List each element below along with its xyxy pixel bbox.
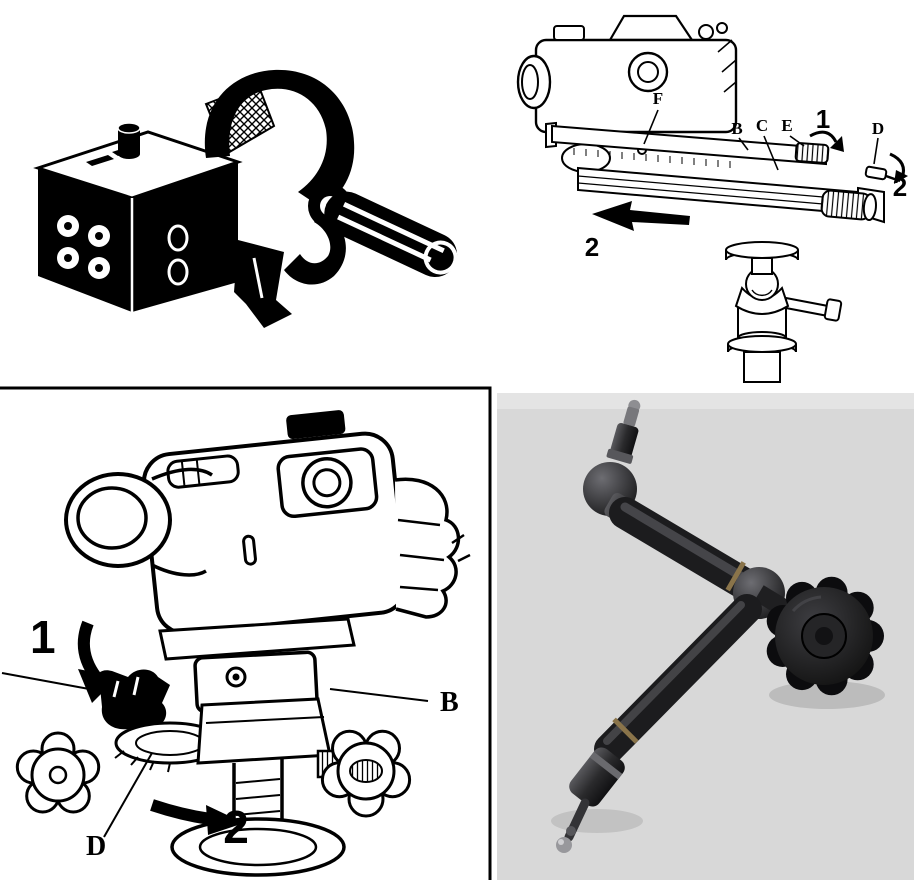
label-b: B bbox=[440, 687, 459, 718]
brass-ring-upper bbox=[725, 561, 746, 592]
label-c: C bbox=[756, 116, 768, 135]
stud-d bbox=[864, 165, 888, 181]
brass-ring-lower bbox=[612, 717, 639, 744]
label-step-1: 1 bbox=[816, 104, 830, 134]
locking-knob bbox=[766, 576, 884, 696]
bottom-ball-stud bbox=[556, 837, 572, 853]
magic-arm-photo bbox=[497, 393, 914, 880]
jaw-pad-crosshatch bbox=[204, 82, 276, 156]
head-body bbox=[196, 697, 332, 765]
jaw-lower-hook bbox=[284, 212, 346, 285]
label-d: D bbox=[872, 119, 884, 138]
knob-drive bbox=[820, 189, 877, 222]
locking-lever bbox=[96, 669, 170, 730]
lower-joint bbox=[556, 747, 625, 853]
label-step-1: 1 bbox=[30, 611, 56, 663]
leader-lines bbox=[1, 672, 429, 838]
slide-direction-arrow bbox=[592, 201, 690, 231]
knob-e bbox=[794, 142, 830, 164]
clamp-block bbox=[33, 130, 243, 312]
tripod-mount-figure: 1 2 B D bbox=[0, 386, 492, 880]
quick-release-mount bbox=[96, 617, 360, 779]
upper-arm-segment bbox=[609, 497, 769, 605]
label-e: E bbox=[781, 116, 792, 135]
camera-lens bbox=[64, 467, 213, 577]
tripod-column bbox=[170, 759, 346, 877]
lower-arm-segment bbox=[594, 594, 762, 764]
label-d: D bbox=[86, 831, 106, 862]
label-step-2: 2 bbox=[223, 801, 249, 853]
ball-head bbox=[725, 241, 843, 383]
label-f: F bbox=[653, 89, 663, 108]
super-clamp-figure bbox=[33, 69, 458, 328]
leader-lines bbox=[643, 109, 879, 171]
focusing-rail-figure: F B C E D 1 2 2 bbox=[516, 14, 908, 383]
ratchet-handle bbox=[308, 184, 458, 278]
step-arrows bbox=[592, 130, 908, 231]
clamp-jaw bbox=[204, 69, 355, 285]
label-step-2-bottom: 2 bbox=[585, 232, 599, 262]
wedge-knob bbox=[234, 240, 292, 328]
clamp-stud bbox=[117, 122, 141, 159]
camera bbox=[141, 410, 408, 636]
rail-upper-bar bbox=[551, 124, 827, 166]
star-knob-left bbox=[15, 731, 101, 814]
top-stud bbox=[606, 399, 641, 464]
hand bbox=[394, 477, 471, 619]
figure-frame bbox=[0, 386, 492, 880]
label-b: B bbox=[731, 119, 742, 138]
focusing-rail bbox=[545, 121, 901, 224]
step-arrows bbox=[77, 620, 244, 835]
star-knob-right bbox=[320, 729, 412, 818]
rail-scale-ticks bbox=[573, 148, 731, 168]
